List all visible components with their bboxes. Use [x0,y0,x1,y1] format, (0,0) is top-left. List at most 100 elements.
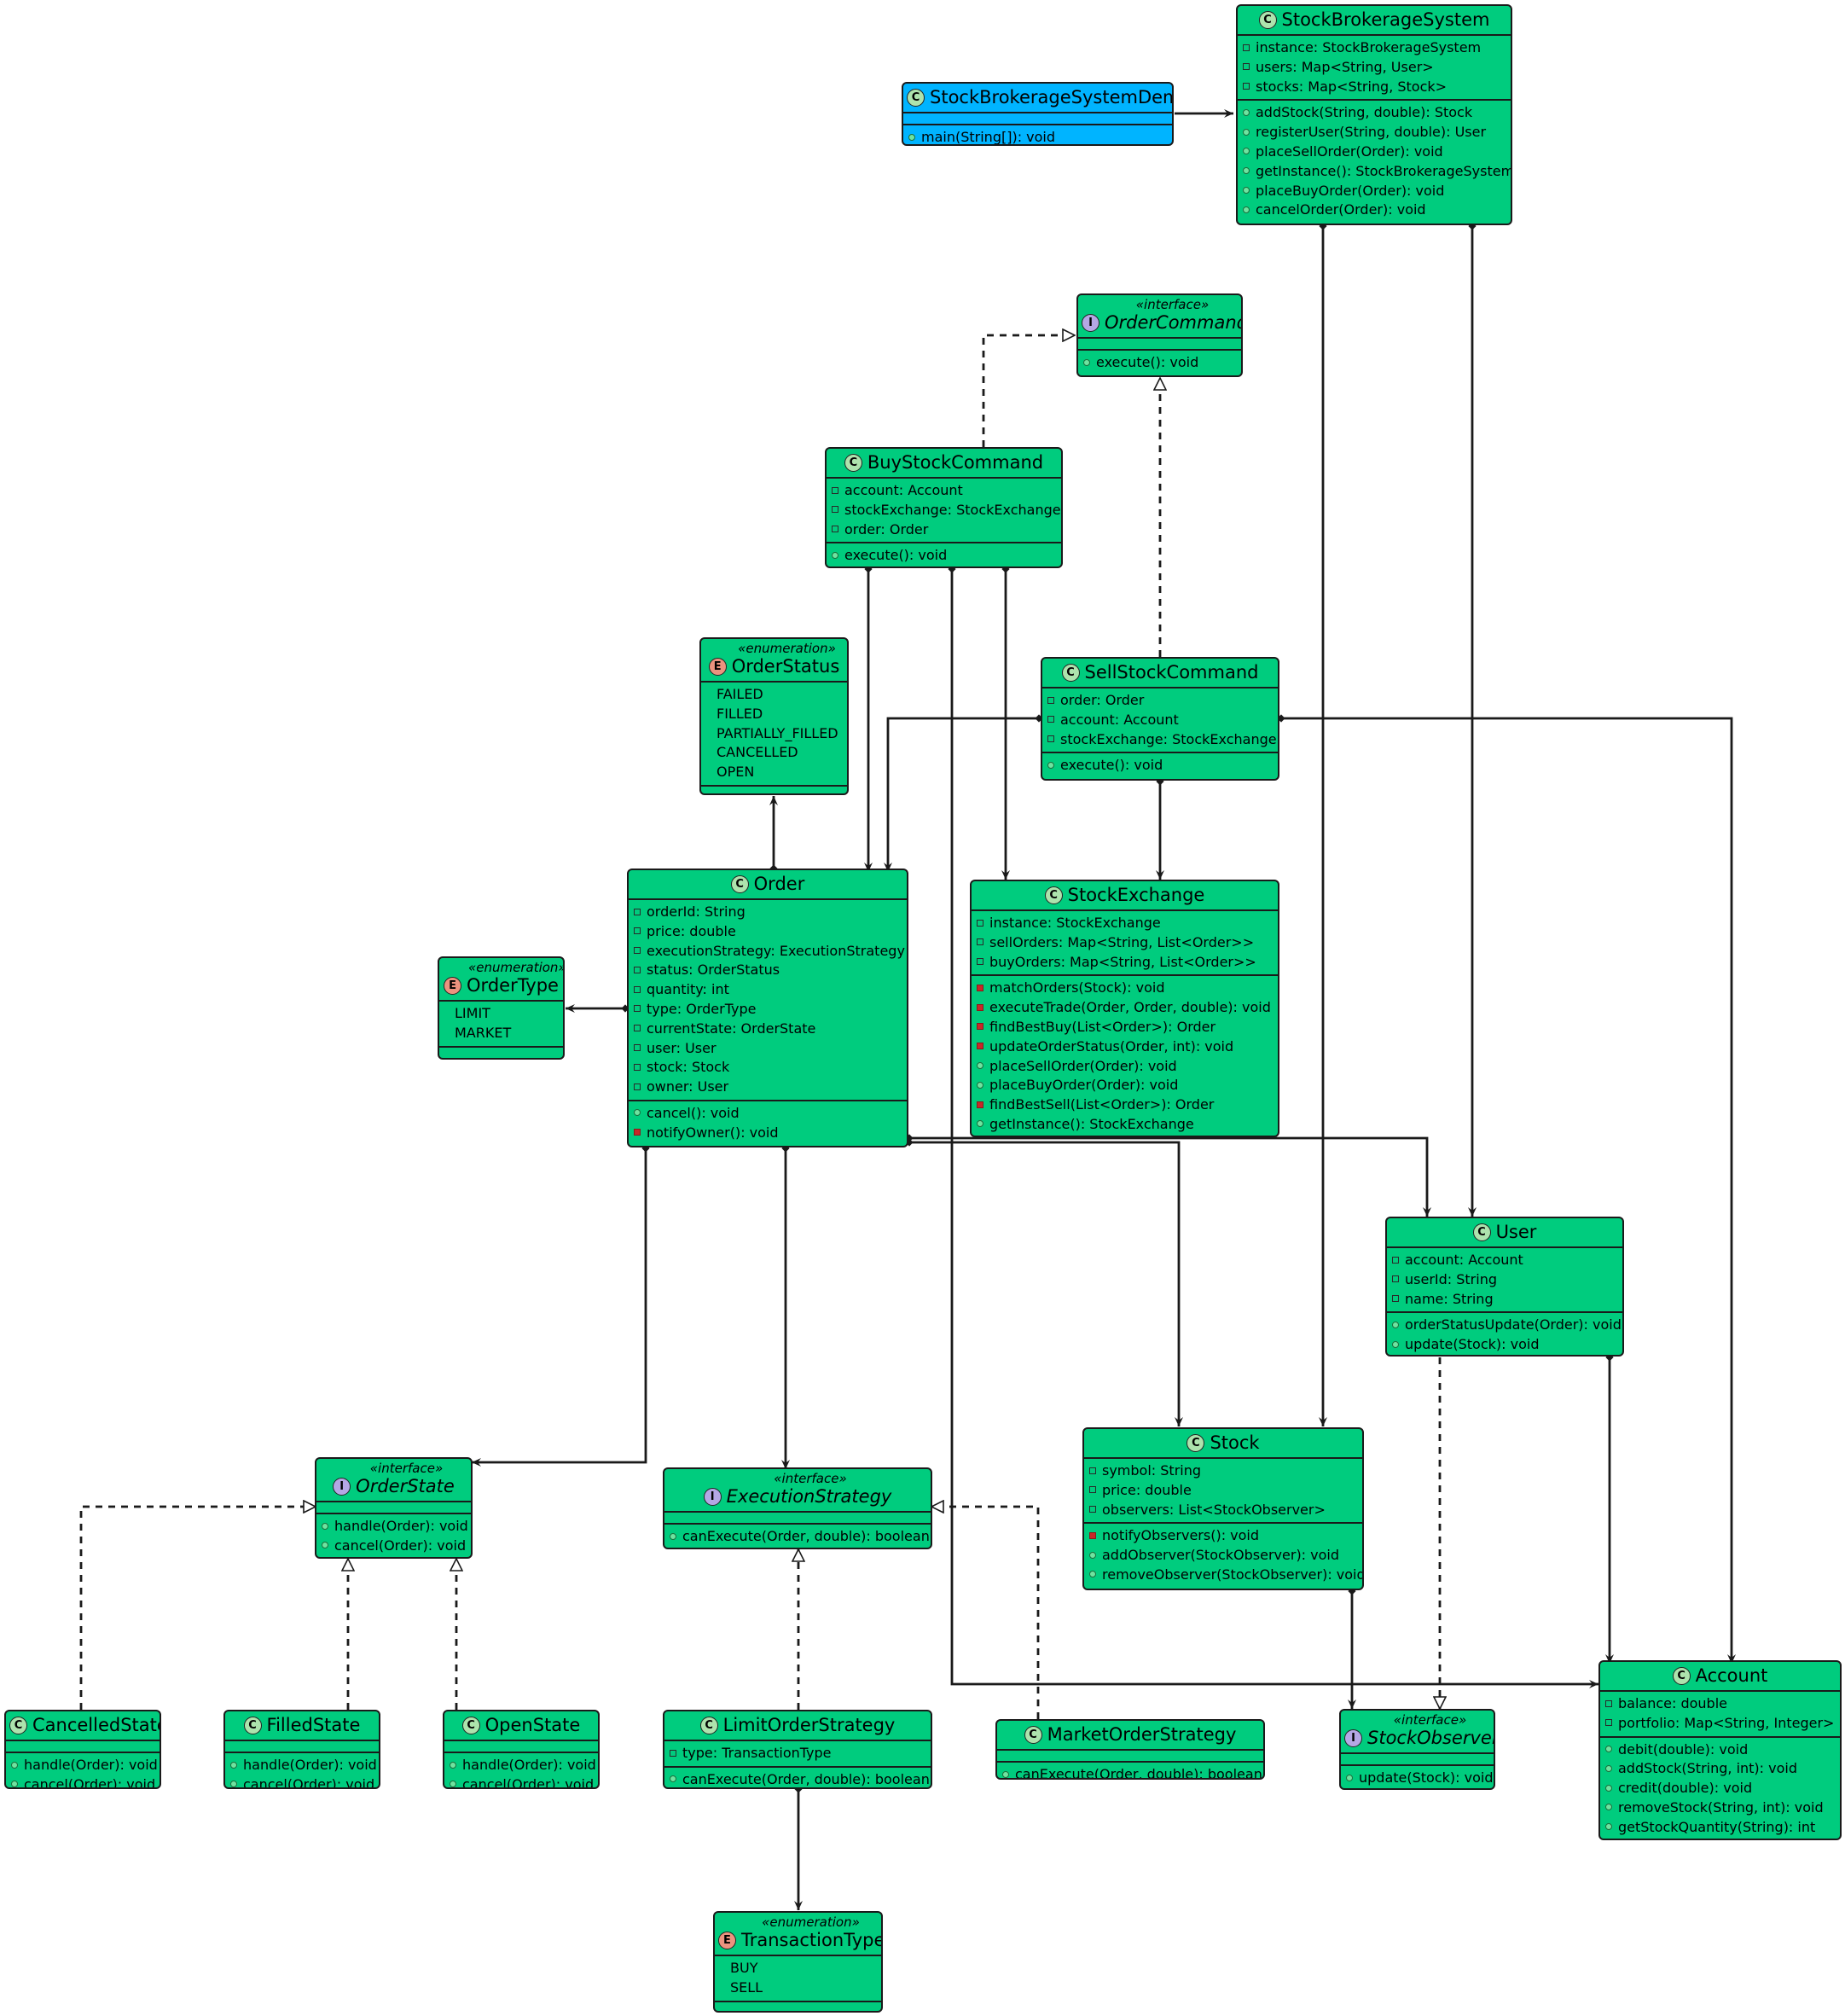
methods-section: canExecute(Order, double): boolean [664,1768,931,1787]
member-text: portfolio: Map<String, Integer> [1618,1714,1835,1731]
method-row: addStock(String, double): Stock [1238,103,1511,123]
field-visibility-icon [634,908,641,915]
public-visibility-icon [322,1542,328,1549]
member-text: BUY [730,1960,758,1976]
class-icon: C [1024,1726,1042,1744]
operation-text: updateOrderStatus(Order, int): void [989,1037,1234,1054]
field-visibility-icon [1089,1467,1096,1474]
public-visibility-icon [670,1532,676,1540]
operation-text: getInstance(): StockBrokerageSystem [1256,162,1512,179]
fields-section [997,1751,1263,1763]
methods-section: canExecute(Order, double): boolean [997,1763,1263,1780]
class-name: Account [1695,1665,1768,1686]
class-icon: C [1258,11,1277,29]
field-row: symbol: String [1084,1461,1362,1481]
operation-text: canExecute(Order, double): boolean [1015,1766,1262,1780]
field-visibility-icon [634,947,641,955]
field-row: LIMIT [439,1004,563,1024]
public-visibility-icon [908,133,915,141]
field-visibility-icon [1605,1719,1612,1727]
edge-order-to-state [472,1144,650,1467]
member-text: price: double [1102,1481,1192,1498]
member-text: price: double [647,922,736,939]
member-text: buyOrders: Map<String, List<Order>> [989,953,1256,970]
stereotype-label: «interface» [369,1461,444,1476]
public-visibility-icon [1392,1340,1399,1348]
edge-order-to-user [905,1134,1431,1217]
class-name: OrderType [467,975,559,996]
field-visibility-icon [1047,735,1054,743]
operation-text: removeStock(String, int): void [1618,1798,1824,1816]
member-text: stock: Stock [647,1059,730,1076]
field-row: observers: List<StockObserver> [1084,1501,1362,1520]
field-visibility-icon [977,938,983,946]
field-row: portfolio: Map<String, Integer> [1600,1714,1840,1734]
fields-section [1078,339,1241,351]
field-row: FILLED [701,705,847,724]
method-row: cancel(Order): void [316,1537,471,1556]
method-row: placeBuyOrder(Order): void [972,1076,1278,1095]
field-visibility-icon [634,1083,641,1090]
operation-text: registerUser(String, double): User [1256,124,1487,141]
operation-text: placeSellOrder(Order): void [989,1057,1177,1074]
operation-text: cancel(): void [647,1104,740,1121]
operation-text: findBestSell(List<Order>): Order [989,1096,1215,1113]
class-name: CancelledState [32,1715,161,1735]
field-visibility-icon [670,1749,676,1757]
field-row: name: String [1387,1290,1622,1310]
class-name: StockObserver [1367,1728,1495,1748]
class-name: OrderCommand [1105,312,1243,333]
method-row: execute(): void [1042,756,1278,776]
public-visibility-icon [1243,206,1250,213]
stereotype-label: «interface» [1135,297,1210,312]
method-row: matchOrders(Stock): void [972,979,1278,998]
enum-icon: E [708,658,727,676]
public-visibility-icon [1346,1774,1353,1781]
field-visibility-icon [634,1063,641,1071]
operation-text: addStock(String, int): void [1618,1760,1797,1777]
method-row: execute(): void [827,546,1061,566]
operation-text: notifyOwner(): void [647,1124,779,1141]
method-row: update(Stock): void [1387,1335,1622,1355]
method-row: handle(Order): void [6,1756,160,1775]
field-visibility-icon [977,958,983,966]
class-name: OpenState [484,1715,581,1735]
field-row: currentState: OrderState [629,1020,907,1039]
operation-text: placeSellOrder(Order): void [1256,142,1443,160]
private-visibility-icon [1089,1531,1096,1539]
field-row: SELL [715,1978,881,1998]
fields-section [316,1502,471,1514]
operation-text: placeBuyOrder(Order): void [1256,182,1445,199]
public-visibility-icon [322,1522,328,1530]
edge-sell-to-order [884,714,1043,872]
operation-text: handle(Order): void [462,1757,596,1773]
